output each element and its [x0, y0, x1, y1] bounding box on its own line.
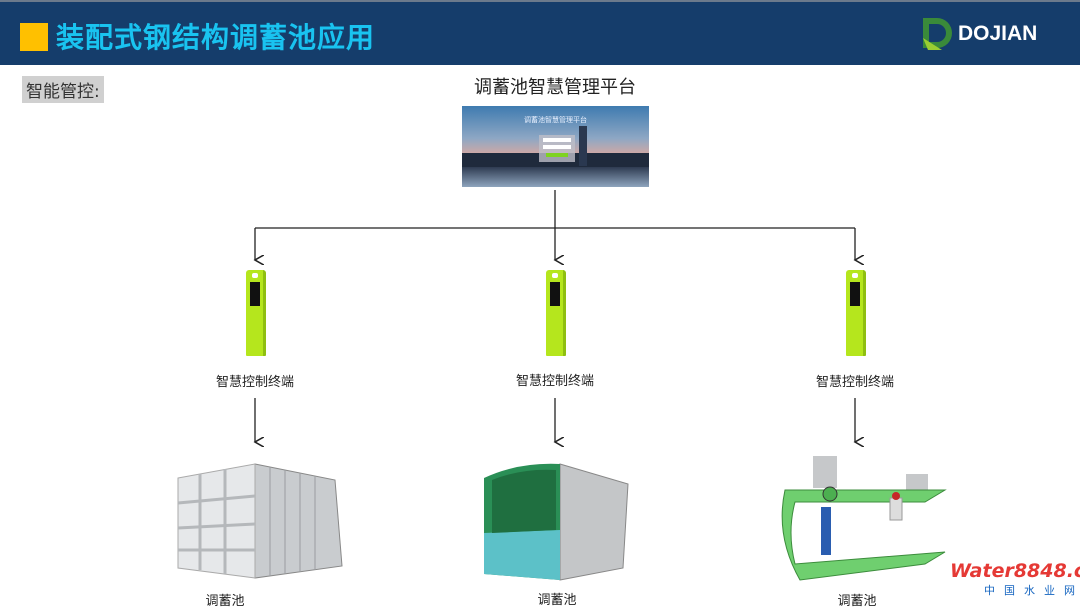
control-terminal-3 [846, 270, 866, 356]
tank-label: 调蓄池 [837, 594, 877, 609]
tank-label: 调蓄池 [537, 593, 577, 608]
section-label: 智能管控: [22, 76, 104, 103]
screenshot-title: 调蓄池智慧管理平台 [524, 116, 587, 124]
terminal-label: 智慧控制终端 [515, 374, 594, 389]
tower [579, 126, 587, 166]
tank-label: 调蓄池 [205, 594, 245, 609]
page-title: 装配式钢结构调蓄池应用 [56, 21, 376, 54]
control-terminal-2 [546, 270, 566, 356]
logo-icon [923, 18, 952, 50]
dojian-logo: DOJIAN [920, 16, 1037, 52]
terminal-label: 智慧控制终端 [215, 375, 294, 390]
platform-title: 调蓄池智慧管理平台 [474, 77, 636, 98]
login-box [539, 135, 575, 162]
terminal-label: 智慧控制终端 [815, 375, 894, 390]
control-terminal-1 [246, 270, 266, 356]
header-bar: 装配式钢结构调蓄池应用 DOJIAN [0, 0, 1080, 65]
title-marker [20, 23, 48, 51]
tank-water [484, 463, 629, 581]
tank-steel-frame [177, 463, 343, 579]
watermark: Water8848.com 中国水业网 [950, 560, 1080, 597]
tank-with-equipment [781, 456, 947, 581]
platform-screenshot: 调蓄池智慧管理平台 [462, 106, 649, 187]
